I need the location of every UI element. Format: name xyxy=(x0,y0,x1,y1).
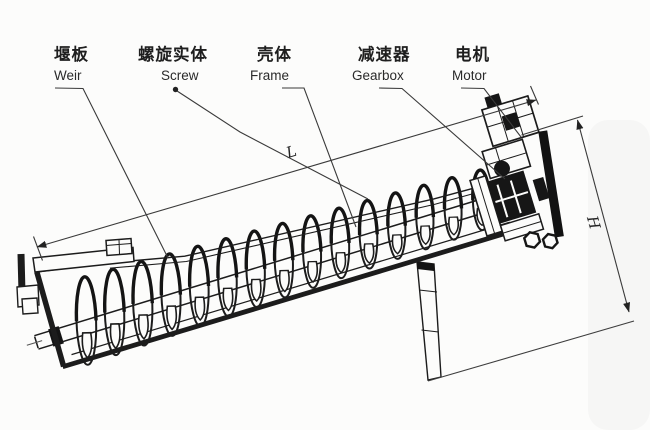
flight-lower-tip xyxy=(166,305,178,331)
label-screw-en: Screw xyxy=(161,68,199,83)
label-motor-zh: 电机 xyxy=(455,44,490,64)
extension-line-h xyxy=(521,115,584,136)
flight-lower-tip xyxy=(137,314,149,341)
flight-turn xyxy=(386,191,407,260)
flight-turn xyxy=(357,198,379,270)
flight-turn xyxy=(102,267,126,357)
dimension-height: H xyxy=(521,115,630,313)
flight-lower-tip xyxy=(194,296,206,322)
shaft-centerline xyxy=(26,340,43,346)
leader-frame xyxy=(282,87,357,228)
leader-weir xyxy=(54,87,169,259)
label-gearbox-zh: 减速器 xyxy=(358,44,411,64)
flight-turn xyxy=(131,259,154,347)
flight-lower-tip xyxy=(307,260,319,284)
label-weir-en: Weir xyxy=(54,68,82,83)
part-labels: 堰板 Weir 螺旋实体 Screw 壳体 Frame 减速器 Gearbox … xyxy=(54,44,490,83)
drive-cover-plate xyxy=(538,130,564,238)
leader-screw xyxy=(173,88,369,200)
flight-lower-tip xyxy=(278,269,290,293)
weir-assembly xyxy=(16,237,135,315)
flight-lower-tip xyxy=(363,243,375,265)
flight-turn xyxy=(159,252,183,337)
flight-turn xyxy=(414,183,436,251)
label-screw-zh: 螺旋实体 xyxy=(138,44,208,64)
ground-reference-line xyxy=(427,320,635,382)
motor-block xyxy=(480,93,540,148)
dimension-line-h xyxy=(576,119,630,313)
support-leg xyxy=(416,261,442,381)
label-frame-zh: 壳体 xyxy=(256,44,292,64)
flight-lower-tip xyxy=(109,322,121,350)
flight-lower-tip xyxy=(335,251,347,274)
dimension-label-h: H xyxy=(583,213,604,232)
label-gearbox-en: Gearbox xyxy=(352,68,404,83)
flight-lower-tip xyxy=(250,278,262,303)
flight-lower-tip xyxy=(419,225,431,246)
machine-body xyxy=(26,93,564,370)
label-weir-zh: 堰板 xyxy=(54,44,89,64)
flight-turn xyxy=(442,176,464,241)
flight-lower-tip xyxy=(391,234,403,255)
trough-bottom-edge xyxy=(61,225,525,370)
flight-lower-tip xyxy=(448,216,460,236)
extension-ticks xyxy=(32,85,540,261)
leader-screw-dot xyxy=(172,86,179,93)
flight-turn xyxy=(272,221,295,299)
dimension-length: L xyxy=(32,85,540,261)
flight-lower-tip xyxy=(81,331,93,359)
flight-lower-tip xyxy=(222,287,234,312)
label-frame-en: Frame xyxy=(250,68,289,83)
drive-assembly xyxy=(469,93,564,250)
leader-motor xyxy=(460,87,522,138)
leader-gearbox xyxy=(378,87,506,180)
flight-turn xyxy=(74,275,98,366)
leader-lines xyxy=(54,86,522,259)
dimension-line-l xyxy=(36,99,537,248)
label-motor-en: Motor xyxy=(452,68,487,83)
